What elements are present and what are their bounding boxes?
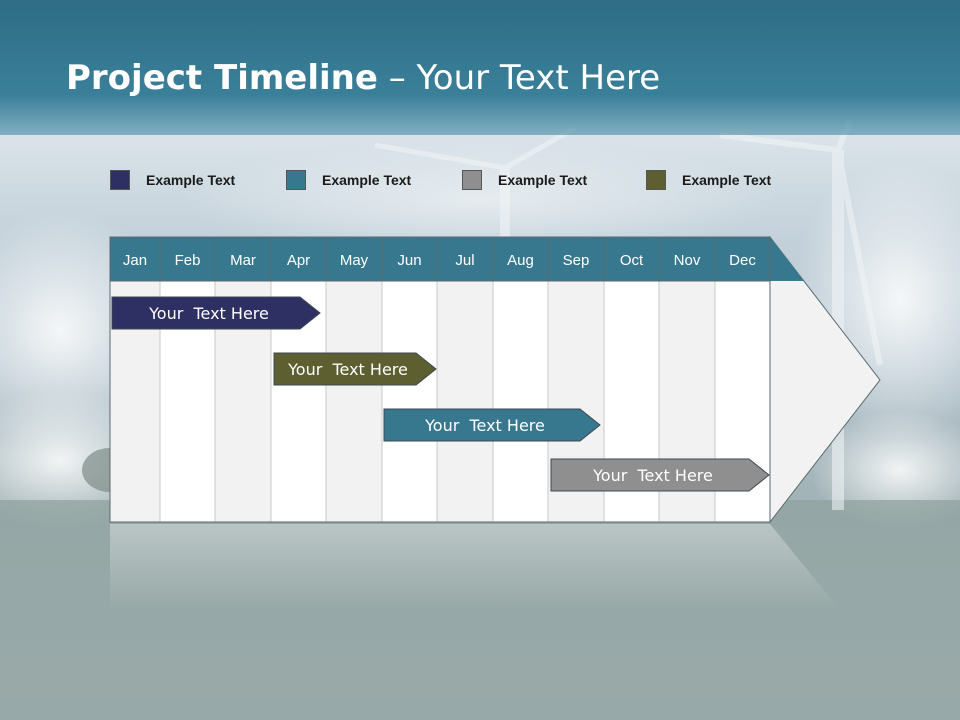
month-column	[381, 280, 438, 523]
month-header-cell	[325, 236, 383, 282]
month-header-cell	[214, 236, 272, 282]
task-bar-2	[273, 352, 437, 386]
month-label: Dec	[729, 252, 756, 269]
month-header-cell	[436, 236, 494, 282]
month-column	[325, 280, 383, 523]
month-label: Oct	[620, 252, 644, 269]
task-bar-1	[111, 296, 321, 330]
month-header-cell	[492, 236, 549, 282]
legend-label: Example Text	[146, 172, 236, 188]
task-bar-label: Your Text Here	[148, 304, 269, 323]
legend-label: Example Text	[322, 172, 412, 188]
title-bold: Project Timeline	[66, 58, 378, 98]
month-label: Apr	[287, 252, 310, 269]
month-label: Jan	[123, 252, 147, 269]
task-bar-label: Your Text Here	[287, 360, 408, 379]
legend-swatch	[286, 170, 306, 190]
page-title: Project Timeline – Your Text Here	[66, 58, 660, 98]
legend-swatch	[110, 170, 130, 190]
timeline-frame	[109, 236, 771, 523]
month-label: Mar	[230, 252, 256, 269]
month-label: Sep	[563, 252, 590, 269]
legend-label: Example Text	[498, 172, 588, 188]
timeline-reflection	[110, 524, 840, 610]
month-label: Jun	[397, 252, 421, 269]
task-bar-3	[383, 408, 601, 442]
month-column	[436, 280, 494, 523]
month-label: Feb	[175, 252, 201, 269]
timeline-header-tip	[770, 237, 804, 281]
month-label: May	[340, 252, 369, 269]
month-label: Jul	[455, 252, 474, 269]
legend-swatch	[646, 170, 666, 190]
task-bar-label: Your Text Here	[592, 466, 713, 485]
month-header-cell	[714, 236, 771, 282]
task-bar-label: Your Text Here	[424, 416, 545, 435]
month-header-cell	[270, 236, 327, 282]
legend-swatch	[462, 170, 482, 190]
month-label: Aug	[507, 252, 534, 269]
month-label: Nov	[674, 252, 701, 269]
month-column	[492, 280, 549, 523]
task-bar-4	[550, 458, 770, 492]
month-header-cell	[159, 236, 216, 282]
legend-label: Example Text	[682, 172, 772, 188]
title-band: Project Timeline – Your Text Here	[0, 0, 960, 135]
title-rest: – Your Text Here	[377, 58, 661, 98]
